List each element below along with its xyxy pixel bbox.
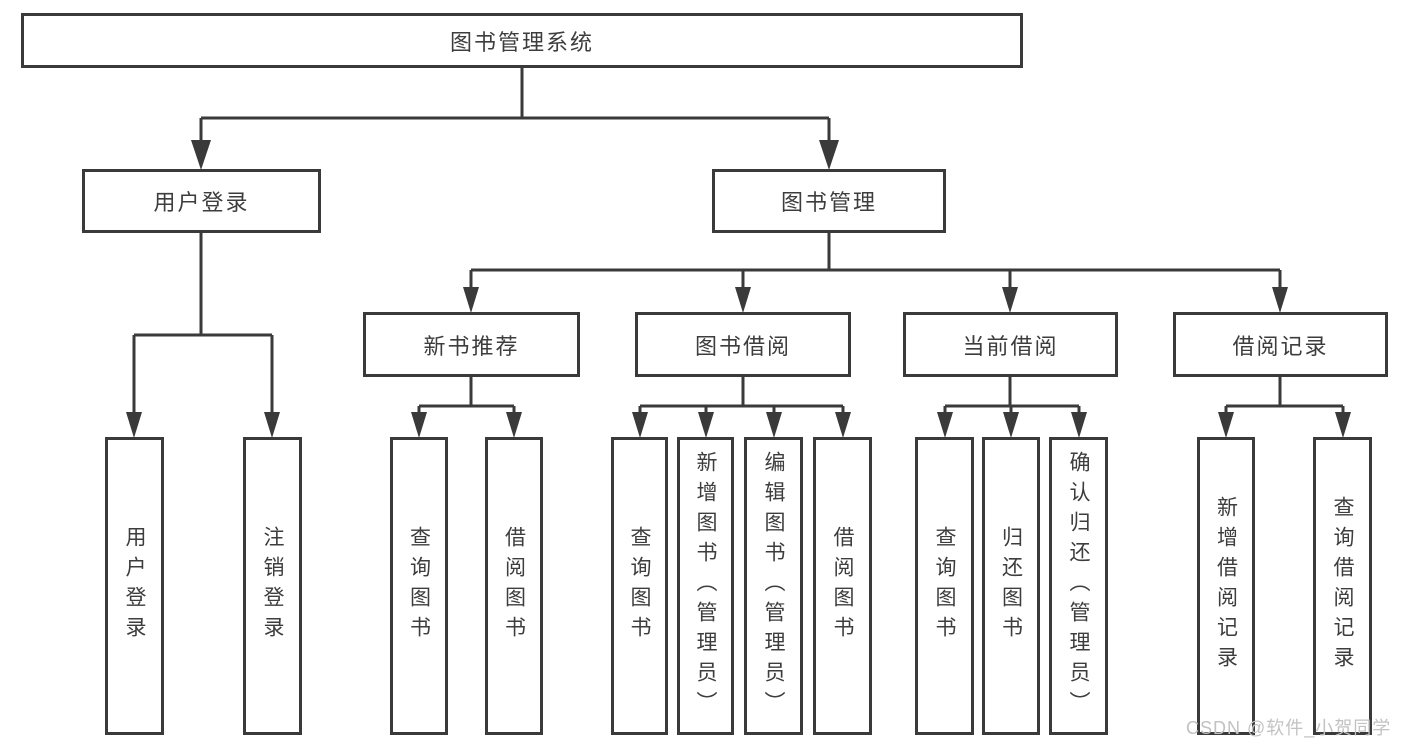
node-borrow-record-label: 借阅记录: [1232, 333, 1329, 359]
leaf-confirm-return-admin-label: 确认归还（管理员）: [1067, 451, 1090, 721]
leaf-add-books-admin-label: 新增图书（管理员）: [694, 451, 717, 721]
node-borrow-record: 借阅记录: [1173, 312, 1388, 377]
node-user-login: 用户登录: [82, 169, 321, 233]
leaf-edit-books-admin: 编辑图书（管理员）: [744, 437, 803, 735]
leaf-recommend-query-books: 查询图书: [390, 437, 448, 735]
csdn-watermark: CSDN @软件_小贺同学: [1186, 718, 1392, 738]
leaf-recommend-query-books-label: 查询图书: [407, 526, 431, 646]
node-user-login-label: 用户登录: [153, 190, 250, 215]
leaf-query-borrow-record-label: 查询借阅记录: [1331, 496, 1354, 676]
node-new-book-recommend: 新书推荐: [363, 312, 580, 377]
leaf-logout-label: 注销登录: [261, 526, 284, 646]
leaf-borrow-books: 借阅图书: [813, 437, 872, 735]
node-book-borrow: 图书借阅: [635, 312, 851, 377]
leaf-borrow-query-books-label: 查询图书: [628, 526, 651, 646]
leaf-edit-books-admin-label: 编辑图书（管理员）: [762, 451, 785, 721]
leaf-current-query-books-label: 查询图书: [933, 526, 956, 646]
leaf-logout: 注销登录: [243, 437, 302, 735]
leaf-recommend-borrow-books: 借阅图书: [485, 437, 543, 735]
leaf-return-books: 归还图书: [982, 437, 1040, 735]
leaf-add-borrow-record: 新增借阅记录: [1197, 437, 1255, 735]
leaf-user-login: 用户登录: [105, 437, 164, 735]
leaf-add-borrow-record-label: 新增借阅记录: [1214, 496, 1238, 676]
node-root: 图书管理系统: [21, 13, 1023, 68]
node-book-management-label: 图书管理: [780, 190, 877, 215]
leaf-current-query-books: 查询图书: [915, 437, 974, 735]
node-book-management: 图书管理: [712, 169, 946, 233]
node-current-borrow-label: 当前借阅: [962, 333, 1059, 359]
leaf-borrow-books-label: 借阅图书: [831, 526, 854, 646]
node-root-label: 图书管理系统: [449, 29, 594, 55]
leaf-borrow-query-books: 查询图书: [611, 437, 668, 735]
node-new-book-recommend-label: 新书推荐: [423, 333, 520, 359]
leaf-add-books-admin: 新增图书（管理员）: [677, 437, 734, 735]
leaf-user-login-label: 用户登录: [123, 526, 146, 646]
node-current-borrow: 当前借阅: [903, 312, 1118, 377]
leaf-return-books-label: 归还图书: [999, 526, 1023, 646]
leaf-confirm-return-admin: 确认归还（管理员）: [1049, 437, 1108, 735]
node-book-borrow-label: 图书借阅: [694, 333, 791, 359]
leaf-recommend-borrow-books-label: 借阅图书: [502, 526, 526, 646]
leaf-query-borrow-record: 查询借阅记录: [1313, 437, 1372, 735]
